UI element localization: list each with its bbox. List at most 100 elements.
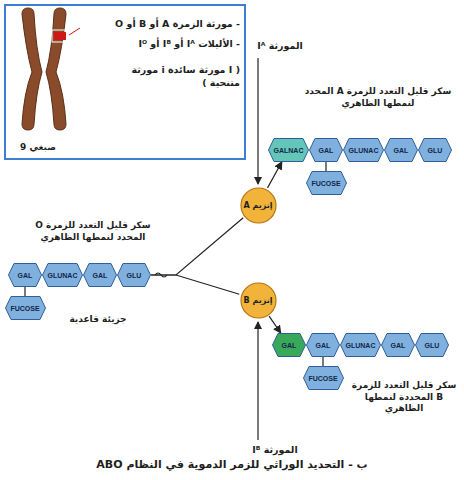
annotation: المورثة Iᴮ (222, 444, 328, 456)
sugar-name: GLU (425, 342, 440, 349)
chromatid (46, 8, 66, 130)
gene-arrow (257, 58, 258, 184)
sugar-hexagon: GLUNAC (340, 333, 381, 357)
annotation: سكر قليل التعدد للزمرة B المحددة لنمطها … (348, 380, 460, 415)
hexagon-shape (382, 334, 415, 357)
annotation: صبغي 9 (8, 142, 68, 154)
hexagon-shape (118, 264, 151, 287)
circle-shape (241, 283, 276, 318)
sugar-label-wrap: GAL (306, 333, 340, 357)
gene-note: - مورثة الزمرة A أو B أو O (68, 18, 240, 31)
sugar-name: FUCOSE (308, 375, 337, 382)
connector (151, 218, 243, 275)
annotation: سكر قليل التعدد للزمرة A المحدد لنمطها ا… (300, 86, 456, 109)
enzyme-label-wrap: إنزيم A (240, 187, 277, 224)
sugar-name: GAL (316, 342, 331, 349)
enzyme-label-wrap: إنزيم B (240, 282, 277, 319)
sugar-name: GAL (93, 272, 108, 279)
sugar-hexagon: GAL (309, 138, 343, 162)
connector (24, 287, 25, 296)
sugar-label-wrap: GAL (381, 333, 415, 357)
inset-box: - مورثة الزمرة A أو B أو O - الأليلات Iᴬ … (4, 4, 246, 160)
sugar-name: GAL (391, 342, 406, 349)
hexagon-shape (341, 334, 381, 357)
sugar-label-wrap: FUCOSE (306, 171, 347, 195)
hexagon-shape (385, 139, 418, 162)
sugar-label-wrap: GAL (384, 138, 418, 162)
sugar-name: GLUNAC (349, 147, 379, 154)
sugar-name: GAL (319, 147, 334, 154)
hexagon-shape (310, 139, 343, 162)
annotation: جزيئة قاعدية (52, 314, 144, 326)
hexagon-shape (307, 334, 340, 357)
figure-caption: ب - التحديد الوراثي للزمر الدموية في الن… (10, 458, 454, 471)
hexagon-shape (303, 367, 343, 390)
enzyme-circle: إنزيم A (240, 187, 277, 224)
sugar-hexagon: GAL (83, 263, 117, 287)
hexagon-shape (84, 264, 117, 287)
sugar-label-wrap: GLU (415, 333, 449, 357)
hexagon-shape (419, 139, 452, 162)
sugar-name: FUCOSE (311, 180, 340, 187)
sugar-hexagon: GAL (381, 333, 415, 357)
connector (268, 162, 282, 188)
sugar-name: GALNAC (274, 147, 304, 154)
sugar-name: GLU (127, 272, 142, 279)
sugar-hexagon: GALNAC (268, 138, 309, 162)
sugar-hexagon: GAL (8, 263, 42, 287)
sugar-label-wrap: GLUNAC (340, 333, 381, 357)
sugar-label-wrap: FUCOSE (303, 366, 344, 390)
sugar-label-wrap: GLUNAC (343, 138, 384, 162)
sugar-name: GAL (18, 272, 33, 279)
sugar-label-wrap: GLU (418, 138, 452, 162)
sugar-label-wrap: FUCOSE (5, 296, 46, 320)
sugar-hexagon: GLU (415, 333, 449, 357)
gene-arrow (257, 322, 258, 440)
sugar-hexagon: FUCOSE (5, 296, 46, 320)
circle-shape (241, 188, 276, 223)
sugar-hexagon: FUCOSE (306, 171, 347, 195)
sugar-hexagon: GAL (384, 138, 418, 162)
connector (322, 357, 323, 366)
hexagon-shape (273, 334, 306, 357)
sugar-name: FUCOSE (10, 305, 39, 312)
enzyme-name: إنزيم A (244, 201, 273, 210)
gene-locus (54, 32, 66, 40)
sugar-label-wrap: GLU (117, 263, 151, 287)
sugar-hexagon: GAL (306, 333, 340, 357)
sugar-name: GLUNAC (346, 342, 376, 349)
sugar-hexagon: FUCOSE (303, 366, 344, 390)
sugar-label-wrap: GAL (309, 138, 343, 162)
hexagon-shape (269, 139, 309, 162)
sugar-hexagon: GAL (272, 333, 306, 357)
sugar-name: GAL (282, 342, 297, 349)
sugar-label-wrap: GAL (272, 333, 306, 357)
sugar-hexagon: GLUNAC (343, 138, 384, 162)
leader-line (69, 28, 80, 35)
hexagon-shape (5, 297, 45, 320)
sugar-hexagon: GLU (418, 138, 452, 162)
sugar-label-wrap: GAL (83, 263, 117, 287)
hexagon-shape (416, 334, 449, 357)
gene-note: - الأليلات Iᴬ أو Iᴮ أو Iᴼ (68, 38, 240, 51)
sugar-label-wrap: GAL (8, 263, 42, 287)
chromatid (22, 8, 42, 130)
connector (325, 162, 326, 171)
sugar-label-wrap: GLUNAC (42, 263, 83, 287)
gene-note: ( I مورثة سائدة i مورثة متنحية ) (116, 64, 240, 90)
connector (151, 275, 239, 294)
sugar-name: GAL (394, 147, 409, 154)
gene-locus-frame (52, 30, 68, 42)
annotation: المورثة Iᴬ (236, 40, 324, 52)
hexagon-shape (344, 139, 384, 162)
hexagon-shape (43, 264, 83, 287)
sugar-hexagon: GLUNAC (42, 263, 83, 287)
annotation: سكر قليل التعدد للزمرة O المحدد لنمطها ا… (30, 220, 156, 243)
enzyme-circle: إنزيم B (240, 282, 277, 319)
sugar-hexagon: GLU (117, 263, 151, 287)
sugar-name: GLUNAC (48, 272, 78, 279)
hexagon-shape (9, 264, 42, 287)
sugar-name: GLU (428, 147, 443, 154)
connector (269, 316, 281, 333)
